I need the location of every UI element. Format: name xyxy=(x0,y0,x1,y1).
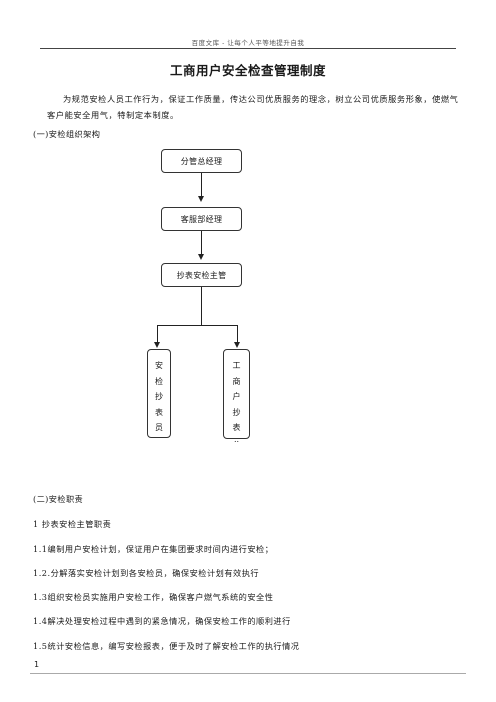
org-char: 检 xyxy=(155,376,163,386)
duty-line: 1.1编制用户安检计划，保证用户在集团要求时间内进行安检； xyxy=(33,544,274,554)
org-box-inspector: 安 检 抄 表 员 xyxy=(147,349,171,438)
org-box-meter-supervisor: 抄表安检主管 xyxy=(161,263,242,287)
page-number: 1 xyxy=(34,660,40,669)
connector-line xyxy=(201,231,202,254)
arrow-down-icon xyxy=(198,196,204,202)
org-char: 商 xyxy=(232,376,241,386)
org-char: 抄 xyxy=(155,392,163,401)
connector-line xyxy=(201,173,202,196)
duty-line: 1.5统计安检信息，编写安检报表，便于及时了解安检工作的执行情况 xyxy=(33,641,300,651)
org-char: 工 xyxy=(232,361,241,370)
org-label-service-manager: 客服部经理 xyxy=(180,214,223,224)
section-org-structure: (一)安检组织架构 xyxy=(33,129,101,139)
page-header: 百度文库 - 让每个人平等地提升自我 xyxy=(191,39,305,47)
header-divider xyxy=(40,48,456,49)
footer-divider xyxy=(30,673,466,674)
org-char: 表 xyxy=(232,423,241,432)
connector-line xyxy=(157,325,238,326)
org-char: .. xyxy=(233,434,240,444)
org-label-meter-supervisor: 抄表安检主管 xyxy=(176,270,227,280)
arrow-down-icon xyxy=(154,342,160,348)
duty-line: 1 抄表安检主管职责 xyxy=(33,519,112,529)
connector-line xyxy=(237,325,238,342)
section-duties: (二)安检职责 xyxy=(33,494,84,504)
org-box-service-manager: 客服部经理 xyxy=(161,207,242,231)
org-char: 表 xyxy=(155,407,163,417)
org-char: 抄 xyxy=(232,407,241,417)
org-label-general-manager: 分管总经理 xyxy=(180,156,223,166)
intro-paragraph: 为规范安检人员工作行为，保证工作质量，传达公司优质服务的理念，树立公司优质服务形… xyxy=(47,94,459,120)
connector-line xyxy=(201,287,202,325)
duty-line: 1.4解决处理安检过程中遇到的紧急情况，确保安检工作的顺利进行 xyxy=(33,616,291,626)
org-box-general-manager: 分管总经理 xyxy=(161,149,242,173)
arrow-down-icon xyxy=(198,254,204,260)
document-title: 工商用户安全检查管理制度 xyxy=(169,63,326,78)
connector-line xyxy=(157,325,158,342)
arrow-down-icon xyxy=(234,342,240,348)
org-box-commercial-reader: 工 商 户 抄 表 .. xyxy=(223,349,250,443)
org-char: 户 xyxy=(232,392,241,401)
duty-line: 1.2.分解落实安检计划到各安检员，确保安检计划有效执行 xyxy=(33,568,260,578)
org-char: 员 xyxy=(155,423,163,432)
duty-line: 1.3组织安检员实施用户安检工作，确保客户燃气系统的安全性 xyxy=(33,592,274,602)
org-char: 安 xyxy=(155,361,163,370)
